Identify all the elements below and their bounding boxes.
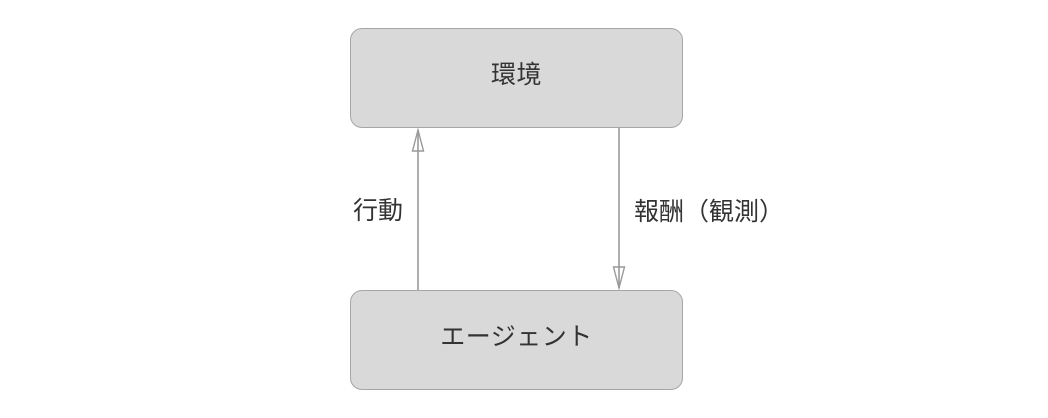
action-edge-label: 行動 <box>353 197 404 225</box>
node-agent: エージェント <box>350 290 683 390</box>
agent-node-label: エージェント <box>440 322 593 351</box>
arrowhead-up-icon <box>411 127 425 152</box>
environment-node-label: 環境 <box>490 60 542 89</box>
arrowhead-down-icon <box>612 266 626 291</box>
node-environment: 環境 <box>350 28 683 128</box>
reward-edge-label: 報酬（観測） <box>634 198 785 226</box>
